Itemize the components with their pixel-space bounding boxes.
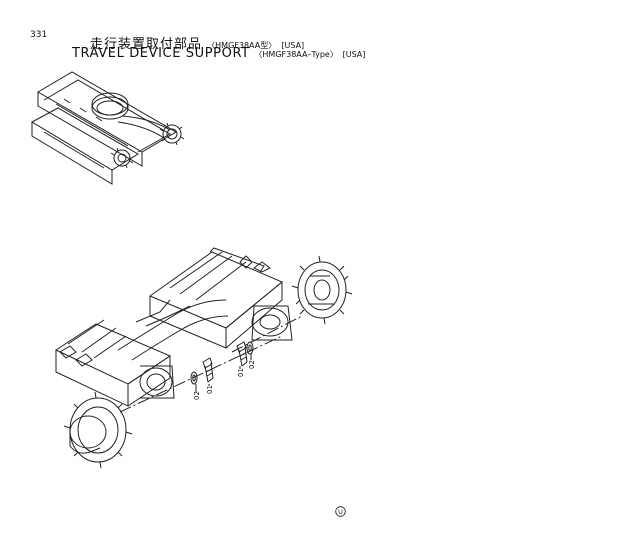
title-jp-main: 走行装置取付部品 — [90, 37, 203, 52]
title-en-model: 〈HMGF38AA–Type〉 — [254, 50, 338, 59]
footer-mark-icon: U — [335, 506, 346, 517]
title-jp-region: [USA] — [281, 41, 305, 50]
main-exploded-view — [54, 247, 353, 469]
callout-left-bolt: 01 — [206, 385, 214, 394]
bolt-left — [202, 357, 214, 383]
footer-mark-letter: U — [338, 508, 343, 516]
title-jp-model: 〈HMGF38AA型〉 — [207, 41, 277, 50]
bolt-right — [236, 341, 248, 367]
right-sprocket — [291, 255, 353, 325]
callout-left-washer: 02 — [193, 391, 201, 400]
title-english: TRAVEL DEVICE SUPPORT 〈HMGF38AA–Type〉 [U… — [72, 46, 365, 61]
overview-thumbnail — [30, 71, 185, 185]
washer-right — [246, 341, 254, 355]
washer-left — [190, 371, 198, 385]
callout-right-bolt: 01 — [237, 368, 245, 377]
title-en-region: [USA] — [342, 50, 366, 59]
callout-right-washer: 02 — [248, 360, 256, 369]
title-en-main: TRAVEL DEVICE SUPPORT — [72, 46, 250, 61]
title-japanese: 走行装置取付部品 〈HMGF38AA型〉 [USA] — [90, 33, 304, 52]
page-number: 331 — [30, 30, 48, 40]
left-sprocket — [63, 391, 133, 469]
